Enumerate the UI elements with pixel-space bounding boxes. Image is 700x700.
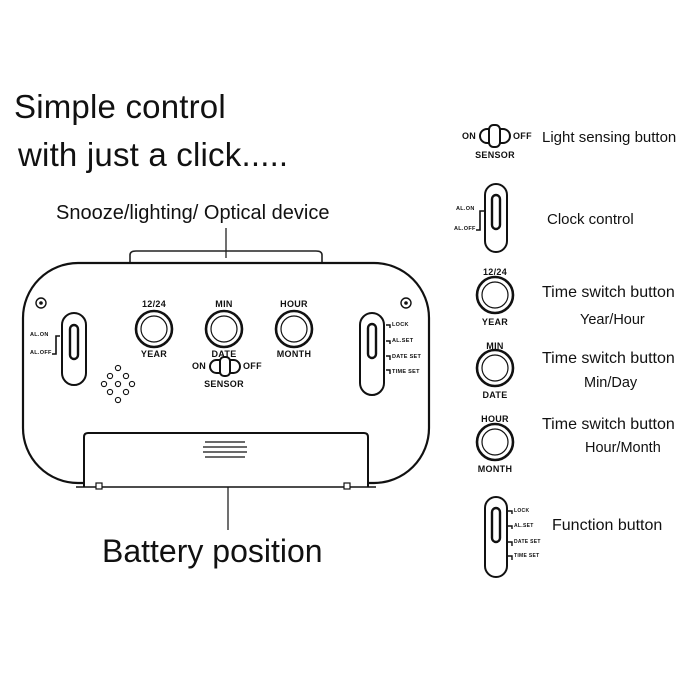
clock-button-year-icon bbox=[134, 309, 174, 349]
legend-function-pos3: DATE SET bbox=[514, 539, 541, 545]
screw-left-icon bbox=[35, 297, 47, 309]
snooze-callout-label: Snooze/lighting/ Optical device bbox=[56, 202, 330, 224]
legend-month-button-icon bbox=[475, 422, 515, 462]
legend-hour-top-label: HOUR bbox=[481, 414, 509, 424]
clock-right-switch-pos1: LOCK bbox=[392, 322, 409, 328]
legend-clock-control-pos1: AL.ON bbox=[456, 206, 475, 212]
clock-button-date-icon bbox=[204, 309, 244, 349]
heading-line-2: with just a click..... bbox=[18, 136, 289, 173]
legend-min-bottom-label: DATE bbox=[482, 390, 508, 400]
battery-callout-label: Battery position bbox=[102, 533, 323, 569]
battery-vent-icon bbox=[203, 441, 247, 458]
legend-function-pos1: LOCK bbox=[514, 508, 530, 514]
legend-year-top-label: 12/24 bbox=[482, 267, 508, 277]
clock-button-date-top-label: MIN bbox=[215, 299, 233, 309]
snooze-bar bbox=[129, 250, 323, 263]
legend-function-label: Function button bbox=[552, 517, 663, 534]
legend-clock-control-pos2: AL.OFF bbox=[454, 226, 476, 232]
legend-time-hour-label: Time switch button bbox=[542, 416, 675, 433]
legend-time-min-label: Time switch button bbox=[542, 350, 675, 367]
legend-time-year-sub: Year/Hour bbox=[580, 312, 645, 328]
clock-button-year-bottom-label: YEAR bbox=[140, 349, 168, 359]
legend-min-top-label: MIN bbox=[486, 341, 504, 351]
legend-function-pos4: TIME SET bbox=[514, 553, 540, 559]
clock-button-month-bottom-label: MONTH bbox=[276, 349, 312, 359]
clock-right-switch-pos3: DATE SET bbox=[392, 354, 422, 360]
clock-right-switch bbox=[359, 312, 391, 396]
clock-button-month-top-label: HOUR bbox=[280, 299, 308, 309]
legend-clock-control-switch-icon bbox=[476, 183, 508, 253]
legend-light-sensing-label: Light sensing button bbox=[542, 129, 677, 146]
clock-sensor-on-label: ON bbox=[192, 361, 207, 371]
clock-sensor-toggle-icon bbox=[209, 356, 241, 377]
speaker-icon bbox=[100, 364, 136, 404]
legend-year-bottom-label: YEAR bbox=[481, 317, 509, 327]
clock-button-date-bottom-label: DATE bbox=[211, 349, 237, 359]
legend-function-switch-icon bbox=[484, 496, 513, 578]
clock-left-switch bbox=[52, 312, 87, 386]
clock-sensor-label: SENSOR bbox=[204, 379, 244, 389]
clock-button-year-top-label: 12/24 bbox=[141, 299, 167, 309]
clock-left-switch-pos2: AL.OFF bbox=[30, 350, 52, 356]
legend-sensor-off-label: OFF bbox=[513, 131, 532, 141]
clock-button-month-icon bbox=[274, 309, 314, 349]
legend-time-min-sub: Min/Day bbox=[584, 375, 638, 391]
legend-sensor-caption: SENSOR bbox=[475, 150, 515, 160]
clock-left-switch-pos1: AL.ON bbox=[30, 332, 49, 338]
legend-date-button-icon bbox=[475, 348, 515, 388]
clock-right-switch-pos2: AL.SET bbox=[392, 338, 414, 344]
clock-sensor-off-label: OFF bbox=[243, 361, 262, 371]
heading-line-1: Simple control bbox=[14, 88, 226, 125]
legend-time-hour-sub: Hour/Month bbox=[585, 440, 661, 456]
legend-function-pos2: AL.SET bbox=[514, 523, 534, 529]
legend-sensor-toggle-icon bbox=[479, 124, 511, 148]
legend-sensor-on-label: ON bbox=[462, 131, 477, 141]
legend-year-button-icon bbox=[475, 275, 515, 315]
legend-clock-control-label: Clock control bbox=[547, 211, 634, 228]
legend-hour-bottom-label: MONTH bbox=[477, 464, 513, 474]
screw-right-icon bbox=[400, 297, 412, 309]
legend-time-year-label: Time switch button bbox=[542, 284, 675, 301]
clock-right-switch-pos4: TIME SET bbox=[392, 369, 420, 375]
